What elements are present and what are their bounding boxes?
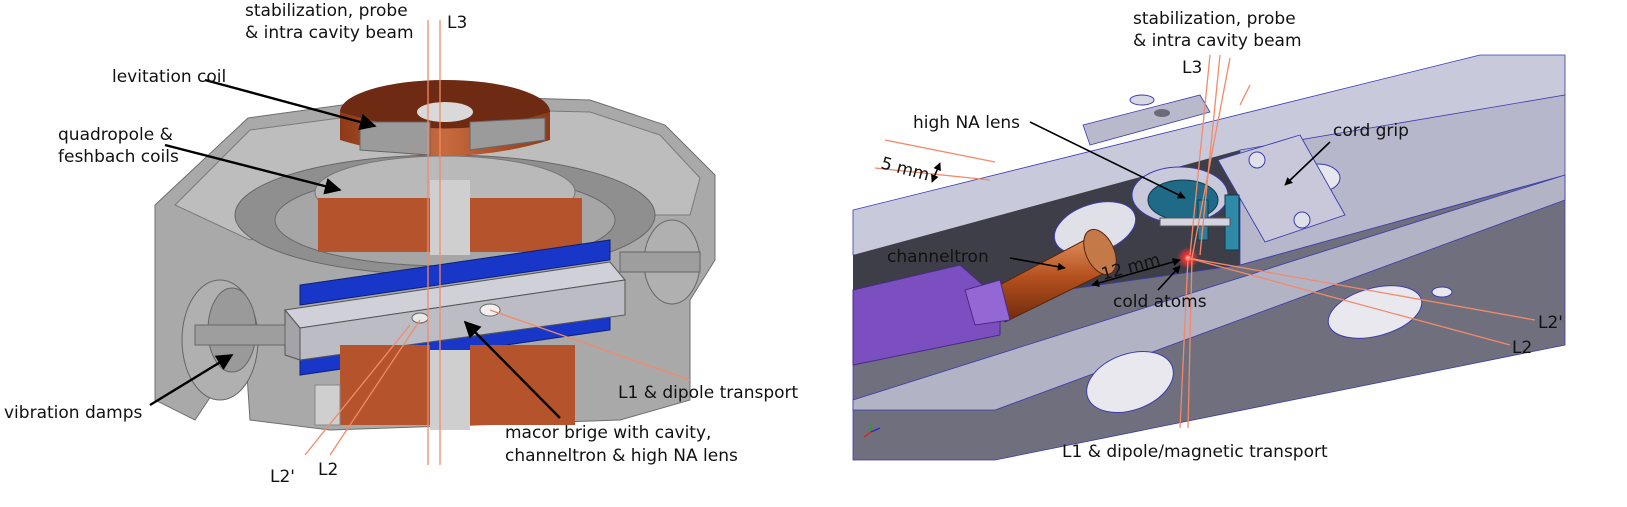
label-high-na-lens: high NA lens bbox=[913, 113, 1020, 133]
right-l2prime-beam bbox=[1187, 257, 1536, 321]
quad-coil-upper-right bbox=[470, 198, 582, 252]
blue-plate-upper bbox=[299, 239, 611, 306]
arrow-levitation-coil bbox=[204, 78, 377, 131]
left-arrows bbox=[149, 78, 561, 419]
macor-bridge-hole2 bbox=[411, 312, 429, 324]
quad-coil-lower-left bbox=[340, 345, 430, 425]
right-label-stab-2: & intra cavity beam bbox=[1133, 31, 1302, 51]
arrow-quad-coils bbox=[164, 143, 342, 195]
dim-5mm bbox=[931, 162, 941, 183]
left-l2-beam bbox=[329, 319, 421, 456]
left-l1-beam bbox=[489, 309, 691, 381]
levitation-coil-cut2 bbox=[469, 117, 546, 151]
right-label-stab-1: stabilization, probe bbox=[1133, 9, 1296, 29]
label-quad-1: quadropole & bbox=[58, 125, 173, 145]
label-5mm: 5 mm bbox=[879, 154, 932, 186]
front-hole-1 bbox=[1086, 351, 1174, 413]
label-cold-atoms: cold atoms bbox=[1113, 292, 1207, 312]
right-damp-rod bbox=[619, 251, 701, 273]
left-label-l3: L3 bbox=[447, 13, 467, 33]
axis-triad bbox=[863, 423, 881, 438]
right-label-l2prime: L2' bbox=[1538, 313, 1563, 333]
label-levitation-coil: levitation coil bbox=[112, 67, 226, 87]
right-label-l1: L1 & dipole/magnetic transport bbox=[1062, 442, 1328, 462]
quad-coil-bore bbox=[430, 180, 470, 255]
cord-grip-screw-1 bbox=[1248, 151, 1266, 169]
right-l1-beam-b bbox=[1187, 257, 1193, 429]
left-label-stab-2: & intra cavity beam bbox=[245, 23, 414, 43]
right-l2-beam bbox=[1187, 257, 1511, 346]
top-hole-1 bbox=[1154, 109, 1170, 117]
levitation-coil-cut bbox=[359, 121, 431, 156]
arrow-vibration-damps bbox=[149, 353, 234, 407]
left-labels: stabilization, probe & intra cavity beam… bbox=[4, 1, 799, 487]
label-channeltron: channeltron bbox=[887, 247, 989, 267]
top-hole-2 bbox=[1129, 94, 1155, 106]
label-vibration-damps: vibration damps bbox=[4, 403, 143, 423]
right-l3-beam-b bbox=[1199, 54, 1221, 256]
right-upper-beam-2 bbox=[884, 139, 996, 163]
left-label-l2prime: L2' bbox=[270, 467, 295, 487]
left-label-l2: L2 bbox=[318, 460, 338, 480]
left-label-l1: L1 & dipole transport bbox=[618, 383, 799, 403]
left-l2prime-beam bbox=[304, 324, 411, 456]
arrow-channeltron bbox=[1009, 257, 1066, 271]
right-l3-beam-a bbox=[1189, 54, 1211, 256]
lower-bore bbox=[430, 350, 470, 430]
left-assembly bbox=[154, 80, 716, 431]
right-l1-beam bbox=[1179, 257, 1189, 429]
right-l3-beam-c bbox=[1191, 57, 1231, 259]
right-label-l2: L2 bbox=[1512, 338, 1532, 358]
cord-grip-screw-2 bbox=[1293, 211, 1311, 229]
quad-coil-lower-right bbox=[470, 345, 575, 425]
left-label-stab-1: stabilization, probe bbox=[245, 1, 408, 21]
channeltron-purple-neck bbox=[964, 279, 1011, 326]
levitation-coil-hole bbox=[417, 102, 473, 122]
arrow-high-na-lens bbox=[1029, 121, 1186, 199]
right-label-l3: L3 bbox=[1182, 58, 1202, 78]
quad-coil-upper-left bbox=[318, 198, 430, 252]
label-macor-1: macor brige with cavity, bbox=[505, 423, 711, 443]
lower-base bbox=[314, 384, 341, 426]
right-arrows bbox=[931, 121, 1331, 291]
macor-bridge-face bbox=[299, 279, 626, 361]
right-beam-top-stub bbox=[1239, 84, 1251, 106]
left-laser-lines bbox=[304, 20, 691, 465]
lens-clamp bbox=[1159, 217, 1231, 227]
right-assembly bbox=[852, 54, 1566, 461]
label-cord-grip: cord grip bbox=[1333, 121, 1409, 141]
arrow-macor-bridge bbox=[463, 320, 561, 419]
arrow-cord-grip bbox=[1284, 141, 1331, 186]
rail-front-top bbox=[852, 174, 1566, 411]
left-damp-rod bbox=[194, 324, 286, 346]
label-quad-2: feshbach coils bbox=[58, 147, 179, 167]
dim-12mm bbox=[1091, 258, 1181, 287]
rail-back-block bbox=[1082, 94, 1211, 146]
label-macor-2: channeltron & high NA lens bbox=[505, 446, 738, 466]
front-hole-3 bbox=[1431, 286, 1453, 298]
